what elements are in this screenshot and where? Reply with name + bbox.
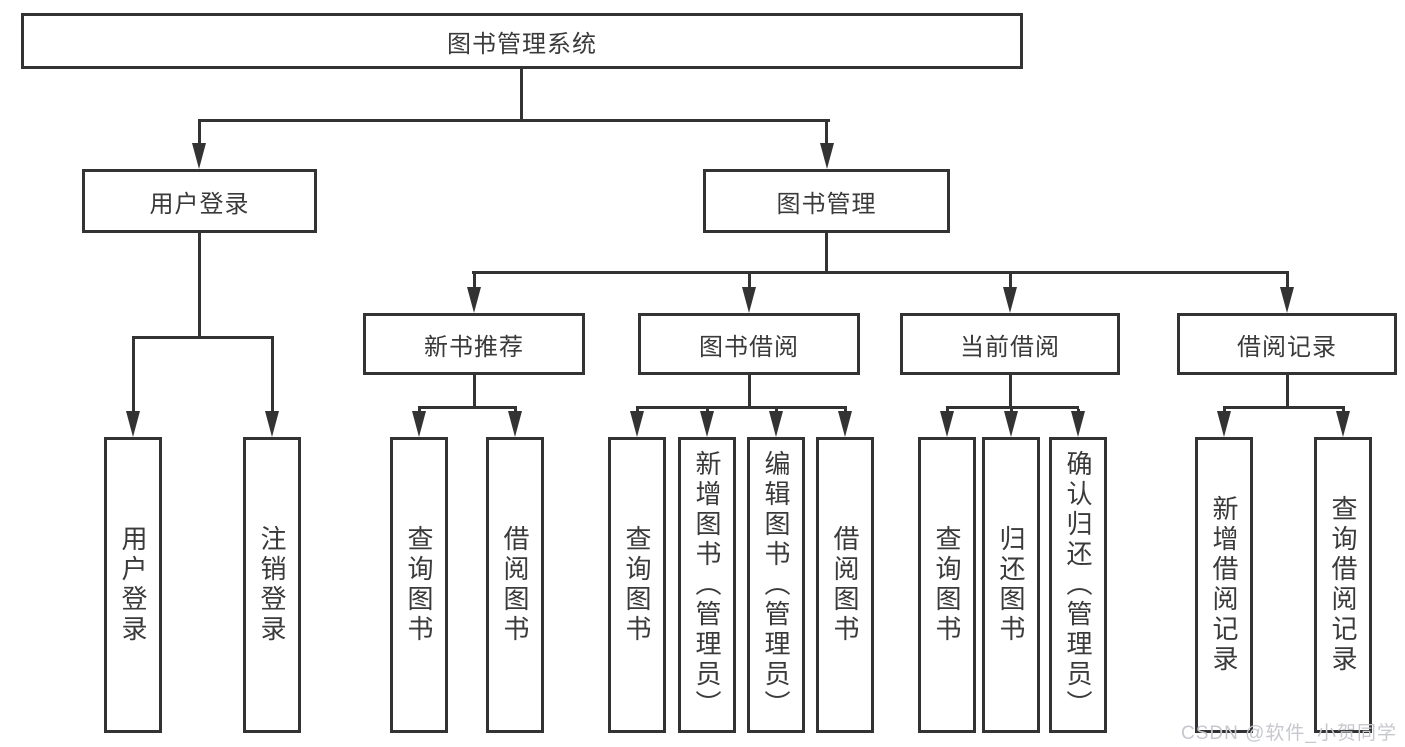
node-root: 图书管理系统 [21,13,1023,69]
node-current-borrow: 当前借阅 [900,313,1120,375]
connector-book-borrow-stem [748,375,751,409]
node-book-borrow: 图书借阅 [638,313,860,375]
leaf-query-books-borrow: 查询图书 [608,437,666,733]
connector-stub [1286,274,1289,288]
connector-borrow-records-rail [1223,406,1345,409]
connector-level2-rail [198,119,830,122]
connector-user-login-rail [132,336,274,339]
node-borrow-records: 借阅记录 [1177,313,1397,375]
node-book-management: 图书管理 [703,169,950,233]
arrow-down-icon [1004,411,1018,437]
arrow-down-icon [1217,411,1231,437]
leaf-label: 归还图书 [996,525,1026,645]
arrow-down-icon [265,411,279,437]
arrow-down-icon [940,411,954,437]
connector-stub [748,274,751,288]
connector-stub [198,122,201,144]
leaf-query-books-recommend: 查询图书 [390,437,448,733]
connector-stub [132,339,135,412]
leaf-label: 借阅图书 [500,525,530,645]
arrow-down-icon [412,411,426,437]
arrow-down-icon [630,411,644,437]
leaf-label: 借阅图书 [830,525,860,645]
connector-book-borrow-rail [636,406,847,409]
leaf-query-books-current: 查询图书 [918,437,976,733]
leaf-label: 注销登录 [257,525,287,645]
watermark: CSDN @软件_小贺同学 [1181,723,1397,744]
connector-level3-rail [472,271,1289,274]
arrow-down-icon [1003,287,1017,313]
leaf-edit-books-admin: 编辑图书（管理员） [747,437,805,733]
leaf-label: 查询图书 [404,525,434,645]
arrow-down-icon [467,287,481,313]
leaf-borrow-books: 借阅图书 [816,437,874,733]
leaf-return-books: 归还图书 [982,437,1040,733]
leaf-label: 新增图书（管理员） [692,450,722,720]
connector-stub [473,274,476,288]
arrow-down-icon [838,411,852,437]
leaf-label: 确认归还（管理员） [1063,450,1093,720]
arrow-down-icon [700,411,714,437]
connector-current-borrow-stem [1009,375,1012,409]
arrow-down-icon [126,411,140,437]
arrow-down-icon [508,411,522,437]
arrow-down-icon [769,411,783,437]
leaf-label: 新增借阅记录 [1209,495,1239,675]
leaf-query-borrow-record: 查询借阅记录 [1314,437,1372,733]
leaf-label: 查询图书 [932,525,962,645]
connector-current-borrow-rail [946,406,1079,409]
leaf-add-borrow-record: 新增借阅记录 [1195,437,1253,733]
connector-borrow-records-stem [1286,375,1289,409]
connector-user-login-stem [198,233,201,337]
arrow-down-icon [1071,411,1085,437]
arrow-down-icon [742,287,756,313]
connector-stub [271,339,274,412]
leaf-user-login: 用户登录 [104,437,162,733]
connector-new-book-rail [418,406,517,409]
node-new-book-recommend: 新书推荐 [363,313,585,375]
arrow-down-icon [820,143,834,169]
leaf-label: 查询借阅记录 [1328,495,1358,675]
connector-stub [825,122,828,144]
leaf-borrow-books-recommend: 借阅图书 [486,437,544,733]
connector-stub [1009,274,1012,288]
leaf-add-books-admin: 新增图书（管理员） [678,437,736,733]
connector-new-book-stem [473,375,476,409]
leaf-label: 编辑图书（管理员） [761,450,791,720]
connector-root-stem [520,69,523,121]
node-user-login: 用户登录 [82,169,317,233]
arrow-down-icon [1336,411,1350,437]
leaf-confirm-return-admin: 确认归还（管理员） [1049,437,1107,733]
connector-book-mgmt-stem [825,233,828,273]
arrow-down-icon [192,143,206,169]
leaf-label: 用户登录 [118,525,148,645]
leaf-logout: 注销登录 [243,437,301,733]
arrow-down-icon [1280,287,1294,313]
leaf-label: 查询图书 [622,525,652,645]
